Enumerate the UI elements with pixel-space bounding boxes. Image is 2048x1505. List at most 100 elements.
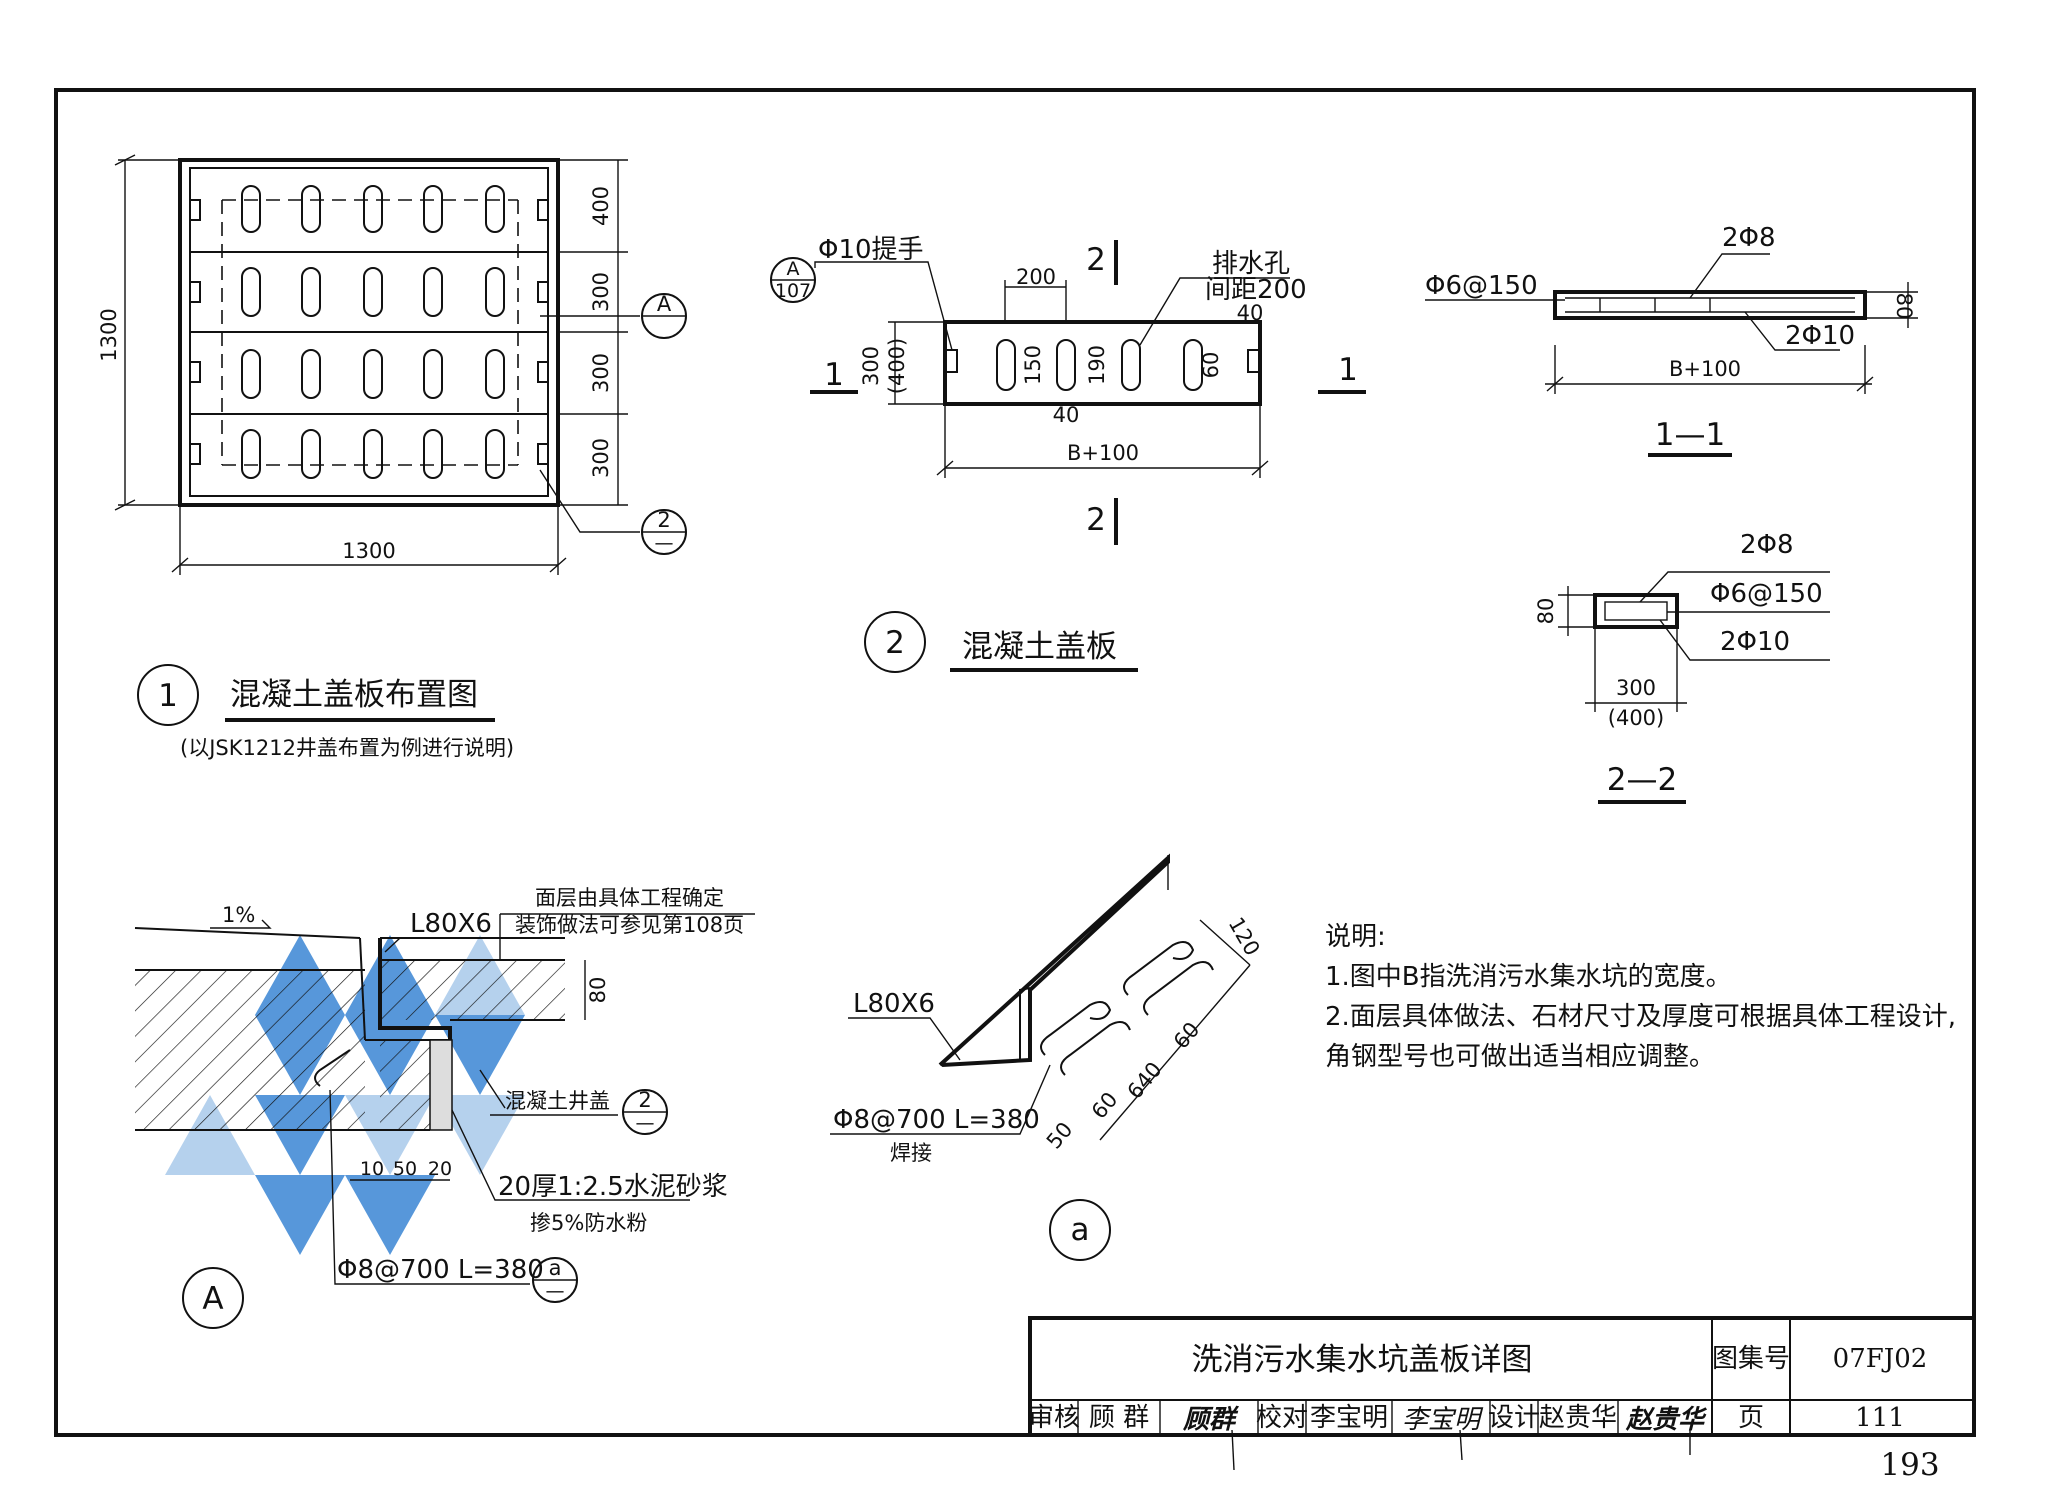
detail-a-note-2: 装饰做法可参见第108页 <box>515 913 744 937</box>
detail-a-dim-80: 80 <box>586 977 610 1004</box>
detail-lower-dim-60a: 60 <box>1169 1018 1205 1054</box>
detail-2-number: 2 <box>885 625 905 661</box>
title-block-page-label: 页 <box>1738 1403 1764 1433</box>
detail-2-drain-label-1: 排水孔 <box>1212 249 1290 279</box>
detail-a-mortar-2: 掺5%防水粉 <box>530 1211 647 1235</box>
detail-lower-angle: L80X6 <box>853 989 935 1019</box>
detail-1-title: 混凝土盖板布置图 <box>230 677 478 713</box>
detail-2-dim-190: 190 <box>1085 345 1109 385</box>
detail-lower-weld: 焊接 <box>890 1141 932 1165</box>
detail-lower-dim-120: 120 <box>1224 913 1265 960</box>
detail-a-mortar-1: 20厚1:2.5水泥砂浆 <box>498 1172 728 1202</box>
detail-lower-dim-60b: 60 <box>1087 1088 1123 1124</box>
detail-1-dim-row-3: 300 <box>589 353 613 393</box>
detail-1-dim-width: 1300 <box>342 539 395 563</box>
detail-2-dim-40-top: 40 <box>1237 301 1264 325</box>
detail-2-dim-width: B+100 <box>1067 441 1139 465</box>
detail-a-cover-ref-bottom: — <box>636 1112 655 1134</box>
title-block-title: 洗消污水集水坑盖板详图 <box>1192 1342 1533 1378</box>
section-1-1-title: 1—1 <box>1655 417 1725 453</box>
detail-2-dim-400: (400) <box>885 338 909 394</box>
detail-2-dim-60: 60 <box>1199 352 1223 379</box>
detail-1-dim-height: 1300 <box>97 308 121 361</box>
detail-lower-dim-640: 640 <box>1123 1057 1167 1103</box>
detail-2-dim-150: 150 <box>1021 345 1045 385</box>
detail-a-cover-label: 混凝土井盖 <box>505 1089 610 1113</box>
detail-1-dim-row-1: 400 <box>589 186 613 226</box>
section-1-1: Φ6@150 2Φ8 2Φ10 80 B+100 1—1 <box>1425 223 1918 457</box>
detail-2-dim-200: 200 <box>1016 265 1056 289</box>
detail-a-dim-10: 10 <box>360 1158 384 1180</box>
title-block-designer: 赵贵华 <box>1539 1403 1617 1433</box>
notes-line-2: 2.面层具体做法、石材尺寸及厚度可根据具体工程设计, <box>1325 1002 1956 1032</box>
title-block-review-sign: 顾群 <box>1182 1405 1240 1435</box>
detail-1-dim-row-2: 300 <box>589 272 613 312</box>
detail-a-note-1: 面层由具体工程确定 <box>535 886 724 910</box>
title-block-check-label: 校对 <box>1256 1403 1308 1433</box>
notes-line-1: 1.图中B指洗消污水集水坑的宽度。 <box>1325 962 1732 992</box>
title-block-design-label: 设计 <box>1488 1403 1540 1433</box>
detail-2-dim-300: 300 <box>859 346 883 386</box>
detail-a-anchor: Φ8@700 L=380 <box>337 1255 544 1285</box>
detail-1-subtitle: (以JSK1212井盖布置为例进行说明) <box>180 736 514 760</box>
detail-1-callout-2-sub: — <box>655 532 674 554</box>
title-block-atlas-no: 07FJ02 <box>1833 1344 1928 1374</box>
section-2-2-rebar-top: 2Φ8 <box>1740 530 1794 560</box>
detail-a-anchor-ref-bottom: — <box>546 1280 565 1302</box>
section-2-2-rebar-bottom: 2Φ10 <box>1720 627 1790 657</box>
detail-2-drain-label-2: 间距200 <box>1205 275 1307 305</box>
notes-line-3: 角钢型号也可做出适当相应调整。 <box>1325 1042 1715 1072</box>
title-block-page-no: 111 <box>1855 1403 1905 1433</box>
section-2-2: 2Φ8 Φ6@150 2Φ10 80 300 (400) 2—2 <box>1534 530 1830 804</box>
detail-a-anchor-ref-top: a <box>549 1256 562 1280</box>
section-2-2-title: 2—2 <box>1607 762 1677 798</box>
section-2-2-dim-300: 300 <box>1616 676 1656 700</box>
detail-a-lower-angle: 120 60 640 60 50 L80X6 Φ8@700 L=380 焊接 a <box>830 853 1265 1261</box>
notes: 说明: 1.图中B指洗消污水集水坑的宽度。 2.面层具体做法、石材尺寸及厚度可根… <box>1325 922 1956 1072</box>
section-1-1-rebar-bottom: 2Φ10 <box>1785 321 1855 351</box>
section-1-1-rebar-top: 2Φ8 <box>1722 223 1776 253</box>
detail-1-number: 1 <box>158 678 178 714</box>
detail-2-cover-slab: A 107 Φ10提手 排水孔 间距200 200 40 300 (400) 1… <box>770 235 1366 673</box>
title-block-reviewer: 顾 群 <box>1089 1403 1149 1433</box>
detail-1-callout-2: 2 <box>657 508 670 532</box>
notes-heading: 说明: <box>1325 922 1386 952</box>
section-2-2-dim-400: (400) <box>1608 706 1664 730</box>
detail-lower-dim-50: 50 <box>1042 1118 1078 1154</box>
detail-a-label: A <box>202 1281 223 1317</box>
detail-2-ref-bottom: 107 <box>775 280 811 302</box>
section-1-1-dim-width: B+100 <box>1669 357 1741 381</box>
detail-2-dim-40-bottom: 40 <box>1053 403 1080 427</box>
detail-a-dim-20: 20 <box>428 1158 452 1180</box>
detail-2-section-1-right: 1 <box>1338 352 1358 388</box>
title-block-checker: 李宝明 <box>1310 1403 1388 1433</box>
title-block-design-sign: 赵贵华 <box>1625 1405 1708 1435</box>
title-block-check-sign: 李宝明 <box>1402 1405 1484 1435</box>
detail-a-dim-50: 50 <box>393 1158 417 1180</box>
detail-a-joint: 1% L80X6 面层由具体工程确定 装饰做法可参见第108页 80 混凝土井盖… <box>134 886 755 1329</box>
section-1-1-stirrup: Φ6@150 <box>1425 271 1538 301</box>
detail-a-slope: 1% <box>222 903 255 927</box>
detail-2-section-2-bottom: 2 <box>1086 502 1106 538</box>
detail-lower-label: a <box>1071 1212 1090 1248</box>
detail-a-angle: L80X6 <box>410 909 492 939</box>
section-2-2-stirrup: Φ6@150 <box>1710 579 1823 609</box>
section-2-2-dim-80: 80 <box>1534 598 1558 625</box>
title-block-atlas-label: 图集号 <box>1712 1344 1790 1374</box>
detail-1-dim-row-4: 300 <box>589 438 613 478</box>
detail-2-section-2-top: 2 <box>1086 242 1106 278</box>
title-block-review-label: 审核 <box>1028 1403 1080 1433</box>
sheet-page-number: 193 <box>1880 1447 1939 1483</box>
detail-a-cover-ref-top: 2 <box>638 1088 651 1112</box>
detail-2-section-1-left: 1 <box>824 357 844 393</box>
section-1-1-dim-80: 80 <box>1892 293 1916 320</box>
detail-lower-anchor: Φ8@700 L=380 <box>833 1105 1040 1135</box>
sheet-frame <box>54 88 1976 1437</box>
detail-1-layout-plan: 1300 1300 400 300 300 300 A 2 — 1 混凝土盖板布… <box>97 154 687 760</box>
title-block: 洗消污水集水坑盖板详图 图集号 07FJ02 页 111 审核 顾 群 顾群 校… <box>1028 1316 1976 1471</box>
detail-2-ref-top: A <box>787 258 800 280</box>
detail-1-callout-a: A <box>657 292 672 316</box>
detail-2-title: 混凝土盖板 <box>962 629 1117 665</box>
detail-2-handle-label: Φ10提手 <box>818 235 924 265</box>
